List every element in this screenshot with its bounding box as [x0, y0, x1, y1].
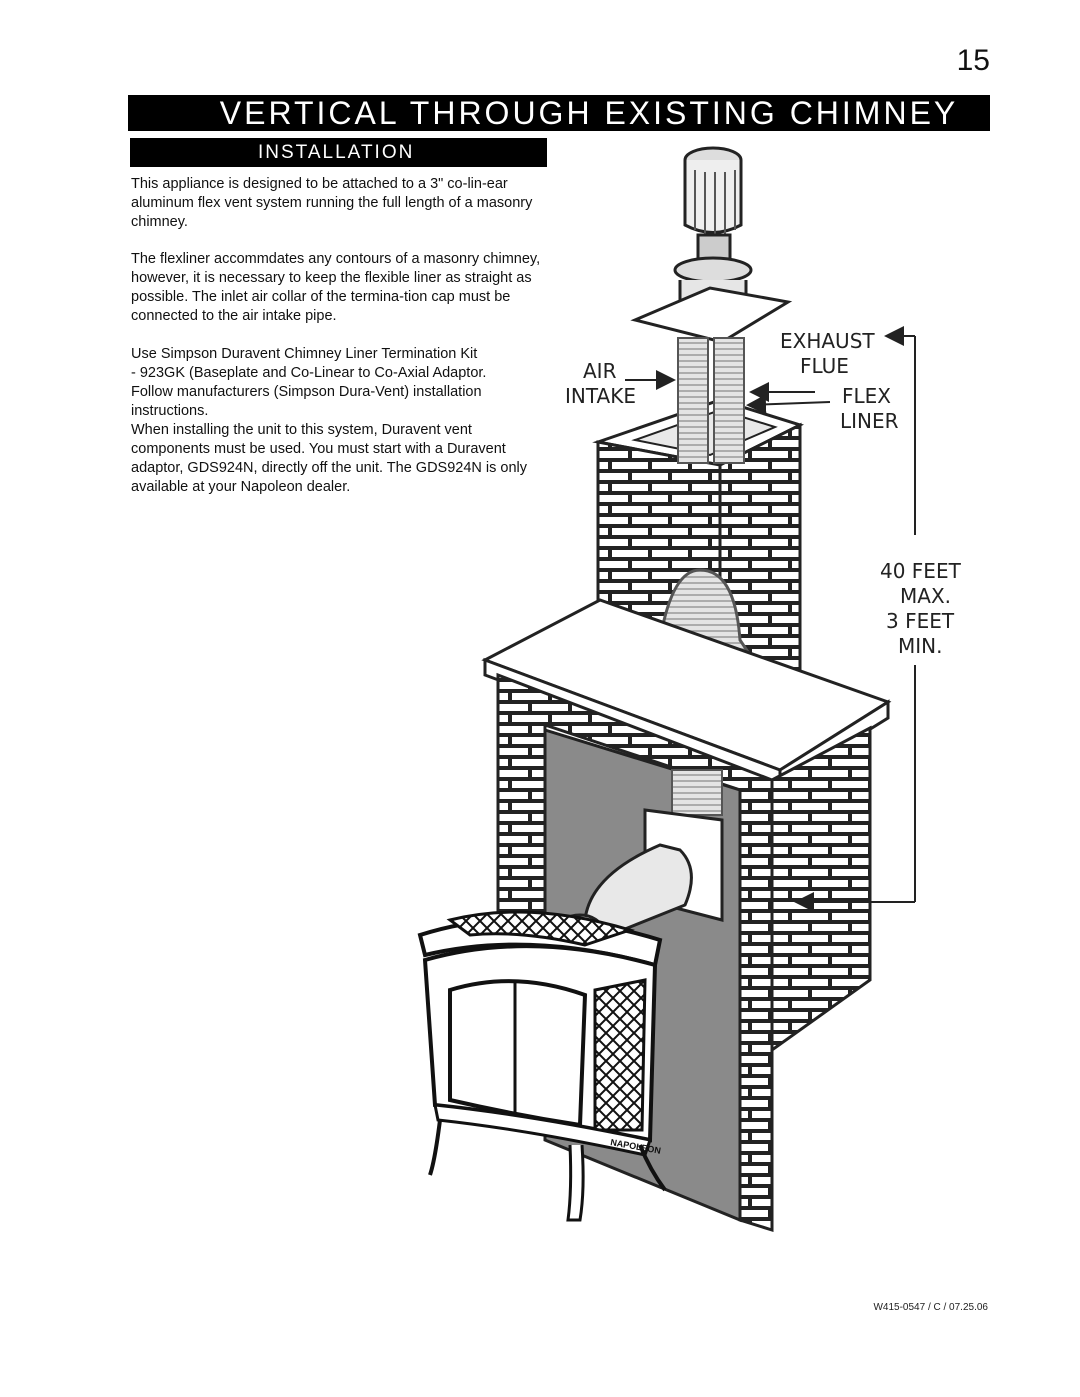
paragraph-colinear: This appliance is designed to be attache… [131, 175, 546, 232]
label-liner: LINER [840, 409, 899, 433]
label-40-feet: 40 FEET [880, 559, 962, 583]
section-heading-bar: INSTALLATION [130, 138, 547, 167]
label-air: AIR [583, 359, 617, 383]
termination-cap [673, 146, 753, 309]
label-3-feet: 3 FEET [886, 609, 955, 633]
chimney-installation-diagram: NAPOLEON EXHAUST FLUE AIR INTAKE FLEX LI… [417, 146, 962, 1233]
paragraph-line: When installing the unit to this system,… [131, 422, 528, 495]
paragraph-line: Use Simpson Duravent Chimney Liner Termi… [131, 346, 478, 362]
document-code: W415-0547 / C / 07.25.06 [873, 1302, 988, 1313]
section-heading: INSTALLATION [258, 142, 415, 163]
page-title-bar: VERTICAL THROUGH EXISTING CHIMNEY [128, 95, 990, 131]
vent-connector [556, 769, 724, 947]
baseplate [630, 286, 793, 344]
paragraph-termination-kit: Use Simpson Duravent Chimney Liner Termi… [131, 345, 546, 497]
napoleon-stove: NAPOLEON [417, 910, 667, 1222]
page-title: VERTICAL THROUGH EXISTING CHIMNEY [219, 95, 959, 131]
label-max: MAX. [900, 584, 951, 608]
paragraph-flexliner: The flexliner accommdates any contours o… [131, 250, 546, 326]
paragraph-text: The flexliner accommdates any contours o… [131, 251, 541, 324]
label-flue: FLUE [800, 354, 849, 378]
label-min: MIN. [898, 634, 942, 658]
page-number: 15 [956, 44, 990, 77]
paragraph-line: - 923GK (Baseplate and Co-Linear to Co-A… [131, 365, 487, 381]
label-flex: FLEX [842, 384, 891, 408]
paragraph-text: This appliance is designed to be attache… [131, 176, 533, 230]
paragraph-line: Follow manufacturers (Simpson Dura-Vent)… [131, 384, 482, 419]
label-intake: INTAKE [565, 384, 636, 408]
callout-arrows [625, 326, 916, 912]
label-exhaust: EXHAUST [780, 329, 875, 353]
